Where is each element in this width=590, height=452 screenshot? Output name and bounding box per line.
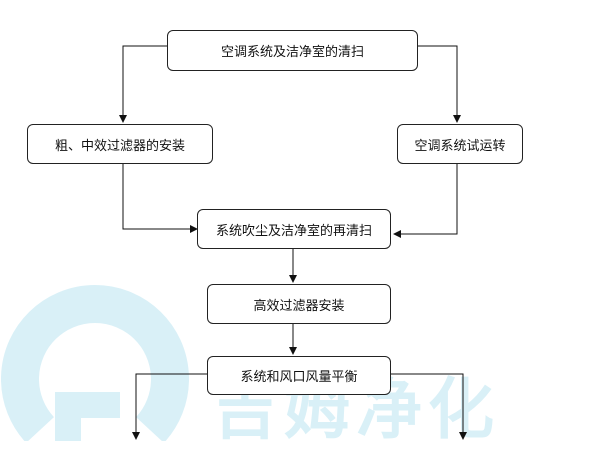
- node-cleaning: 空调系统及洁净室的清扫: [167, 30, 418, 71]
- arrow-right-to-middle: [393, 163, 458, 238]
- watermark-logo-icon: [1, 285, 189, 441]
- arrow-top-to-left: [119, 45, 167, 123]
- arrow-balance-to-right-down: [391, 373, 467, 440]
- connector-lines: [119, 45, 467, 440]
- node-hepa-install: 高效过滤器安装: [207, 284, 391, 324]
- arrow-left-to-middle: [122, 163, 198, 233]
- node-filter-install: 粗、中效过滤器的安装: [27, 124, 213, 164]
- node-purge-reclean: 系统吹尘及洁净室的再清扫: [197, 209, 391, 249]
- node-trial-run: 空调系统试运转: [397, 124, 523, 164]
- flowchart: 吉姆净化 空调系统及洁净室的清扫 粗、中效过滤器的安装 空调系统试运转 系统吹尘…: [1, 30, 523, 448]
- arrow-balance-to-left-down: [132, 373, 207, 440]
- node-airflow-balance: 系统和风口风量平衡: [207, 356, 391, 395]
- arrow-top-to-right: [417, 45, 461, 123]
